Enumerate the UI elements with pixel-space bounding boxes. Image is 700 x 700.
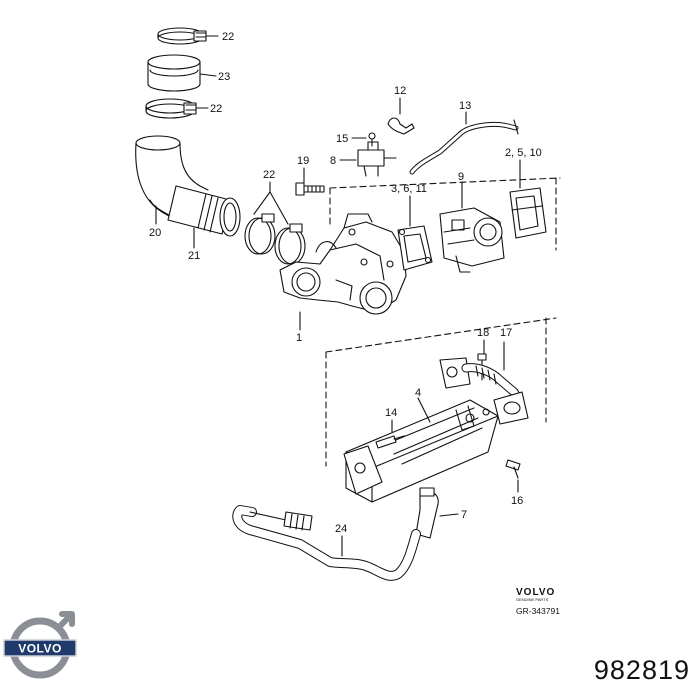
assembly-boundary-bottom — [325, 317, 557, 467]
rubber-sleeve — [147, 54, 201, 92]
callout-12: 12 — [394, 85, 406, 97]
callout-9: 9 — [458, 171, 464, 183]
callout-13: 13 — [459, 100, 471, 112]
intake-pipe — [167, 185, 241, 237]
callout-4: 4 — [415, 387, 421, 399]
part-number: 982819 — [593, 655, 690, 685]
assembly-boundary-top — [329, 177, 561, 251]
bolt-19 — [295, 182, 325, 196]
gasket-2-5-10 — [509, 187, 547, 239]
bolt-14 — [375, 435, 405, 449]
callout-7: 7 — [461, 509, 467, 521]
callout-16: 16 — [511, 495, 523, 507]
egr-pipe-17 — [439, 357, 529, 425]
callout-20: 20 — [149, 227, 161, 239]
callout-18: 18 — [477, 327, 489, 339]
logo-wordmark: VOLVO — [18, 642, 62, 656]
callout-22-top: 22 — [222, 31, 234, 43]
callout-19: 19 — [297, 155, 309, 167]
brand-name: VOLVO — [516, 587, 555, 598]
callout-2-5-10: 2, 5, 10 — [505, 147, 542, 159]
clamp-pair — [244, 213, 306, 265]
brand-subtitle: GENUINE PARTS — [516, 597, 549, 602]
egr-valve — [439, 207, 505, 273]
sensor-8 — [357, 141, 397, 177]
bent-intake-hose — [135, 135, 209, 221]
hose-12 — [387, 117, 415, 135]
hose-elbow-7 — [415, 487, 439, 539]
hose-clamp-middle — [145, 98, 197, 119]
callout-1: 1 — [296, 332, 302, 344]
callout-24: 24 — [335, 523, 347, 535]
vacuum-hose-13 — [409, 119, 519, 175]
callout-17: 17 — [500, 327, 512, 339]
callout-22-middle: 22 — [210, 103, 222, 115]
diagram-reference: GR-343791 — [516, 606, 560, 616]
gasket-3-6-11 — [397, 225, 433, 271]
hose-clamp-top — [157, 27, 207, 45]
callout-21: 21 — [188, 250, 200, 262]
callout-23: 23 — [218, 71, 230, 83]
egr-cooler — [343, 399, 499, 503]
callout-8: 8 — [330, 155, 336, 167]
screw-15 — [368, 132, 376, 147]
callout-3-6-11: 3, 6, 11 — [391, 183, 427, 195]
callout-15: 15 — [336, 133, 348, 145]
bolt-16 — [505, 459, 521, 479]
volvo-logo: VOLVO — [3, 611, 77, 679]
callout-14: 14 — [385, 407, 397, 419]
callout-22-clamps: 22 — [263, 169, 275, 181]
throttle-housing — [279, 213, 407, 315]
coolant-hose-24 — [232, 505, 421, 581]
